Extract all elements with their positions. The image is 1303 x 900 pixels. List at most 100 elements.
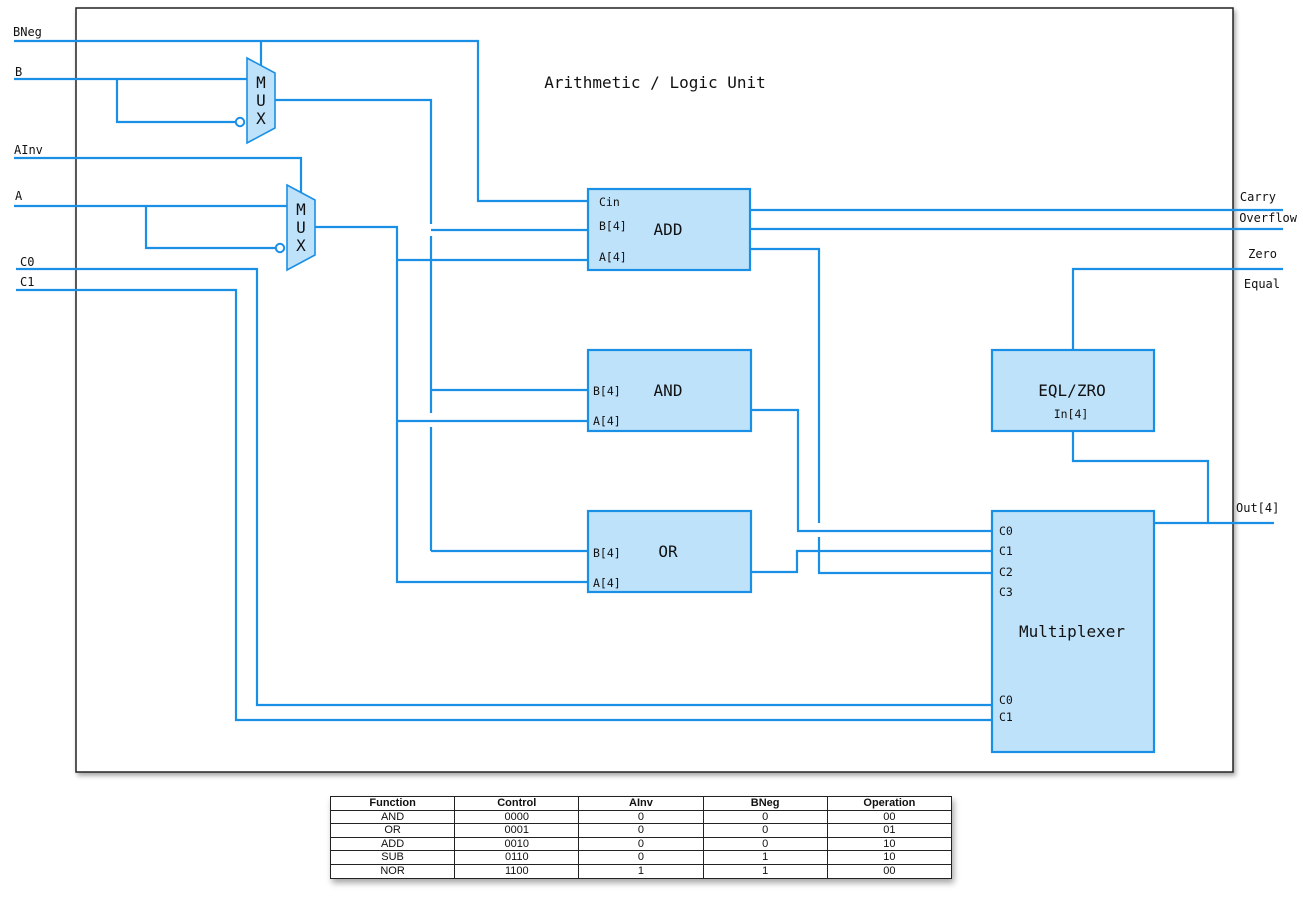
mux-a-letter-u: U [296,218,306,237]
cell-bneg: 0 [702,809,828,825]
or-block: OR B[4] A[4] [586,509,753,594]
add-port-cin: Cin [599,195,620,209]
eqlzro-block-body [990,348,1156,433]
mux-b-letter-x: X [256,109,266,128]
mux-port-c3: C3 [999,585,1013,599]
cell-function: NOR [329,863,456,879]
mux-b-body [246,56,276,145]
cell-ainv: 0 [578,809,704,825]
cell-ainv: 1 [578,863,704,879]
wire-and-to-mux [751,408,992,533]
input-ainv-label: AInv [14,143,43,157]
diagram-title: Arithmetic / Logic Unit [544,73,766,92]
cell-function: SUB [329,850,456,865]
cell-function: OR [329,823,456,838]
add-block: ADD Cin B[4] A[4] [586,187,752,272]
mux-b-letter-u: U [256,91,266,110]
table-row: AND 0000 0 0 00 [329,809,953,825]
input-c1-label: C1 [20,275,34,289]
cell-operation: 00 [826,863,953,879]
add-block-label: ADD [654,220,683,239]
wires [14,39,1283,722]
multiplexer-block-body [990,509,1156,754]
mux-a-letter-m: M [296,200,306,219]
multiplexer-block-label: Multiplexer [1019,622,1125,641]
mux-b-letter-m: M [256,73,266,92]
mux-b-inverter-bubble [234,116,246,128]
input-bneg-label: BNeg [13,25,42,39]
and-block-body [586,348,753,433]
alu-diagram: M U X M U X ADD Cin B[4] A[4] AND B[4] A… [13,7,1298,773]
cell-bneg: 1 [702,863,828,879]
cell-control: 0000 [454,809,580,825]
cell-function: ADD [329,836,456,852]
cell-ainv: 0 [578,836,704,852]
and-block-label: AND [654,381,683,400]
header-function: Function [329,796,456,811]
output-overflow-label: Overflow [1239,211,1298,225]
wire-or-to-mux [751,549,992,574]
and-port-a: A[4] [593,414,621,428]
cell-function: AND [329,809,456,825]
output-zero-label: Zero [1248,247,1277,261]
wire-add-to-mux [817,537,992,575]
multiplexer-block: Multiplexer C0 C1 C2 C3 C0 C1 [990,509,1156,754]
cell-control: 0010 [454,836,580,852]
cell-ainv: 0 [578,823,704,838]
or-block-body [586,509,753,594]
wire-bneg [14,39,588,203]
cell-operation: 00 [826,809,953,825]
wire-a-inverted-loop [144,206,275,250]
output-out-label: Out[4] [1236,501,1279,515]
wire-add-result [750,247,821,523]
output-equal-label: Equal [1244,277,1280,291]
wire-c1 [16,288,992,722]
truth-table-header-row: Function Control AInv BNeg Operation [329,796,953,811]
header-operation: Operation [826,796,953,811]
eqlzro-port-in: In[4] [1054,407,1089,421]
mux-port-c1: C1 [999,544,1013,558]
cell-bneg: 1 [702,850,828,865]
or-block-label: OR [658,542,678,561]
add-port-a: A[4] [599,250,627,264]
or-port-b: B[4] [593,546,621,560]
cell-operation: 01 [826,823,953,838]
cell-bneg: 0 [702,836,828,852]
mux-b: M U X [234,56,276,145]
input-a-label: A [15,189,23,203]
add-block-body [586,187,752,272]
wire-b-inverted-loop [115,79,235,124]
mux-select-c0: C0 [999,693,1013,707]
mux-port-c2: C2 [999,565,1013,579]
mux-port-c0: C0 [999,524,1013,538]
eqlzro-block-label: EQL/ZRO [1038,381,1105,400]
header-ainv: AInv [578,796,704,811]
cell-control: 0001 [454,823,580,838]
add-port-b: B[4] [599,219,627,233]
wire-c0 [16,267,992,707]
mux-select-c1: C1 [999,710,1013,724]
header-bneg: BNeg [702,796,828,811]
cell-operation: 10 [826,836,953,852]
table-row: SUB 0110 0 1 10 [329,850,953,865]
input-c0-label: C0 [20,255,34,269]
and-port-b: B[4] [593,384,621,398]
table-row: OR 0001 0 0 01 [329,823,953,838]
eqlzro-block: EQL/ZRO In[4] [990,348,1156,433]
output-carry-label: Carry [1240,190,1276,204]
wire-zero-out [1071,267,1283,350]
and-block: AND B[4] A[4] [586,348,753,433]
cell-control: 1100 [454,863,580,879]
truth-table: Function Control AInv BNeg Operation AND… [329,796,953,879]
mux-a-inverter-bubble [274,242,286,254]
wire-b-mux-out [275,98,433,224]
table-row: NOR 1100 1 1 00 [329,863,953,879]
wire-ainv [14,156,303,197]
or-port-a: A[4] [593,576,621,590]
mux-a-letter-x: X [296,236,306,255]
wire-out-to-eqlzro [1071,431,1210,523]
table-row: ADD 0010 0 0 10 [329,836,953,852]
header-control: Control [454,796,580,811]
input-b-label: B [15,65,22,79]
cell-operation: 10 [826,850,953,865]
